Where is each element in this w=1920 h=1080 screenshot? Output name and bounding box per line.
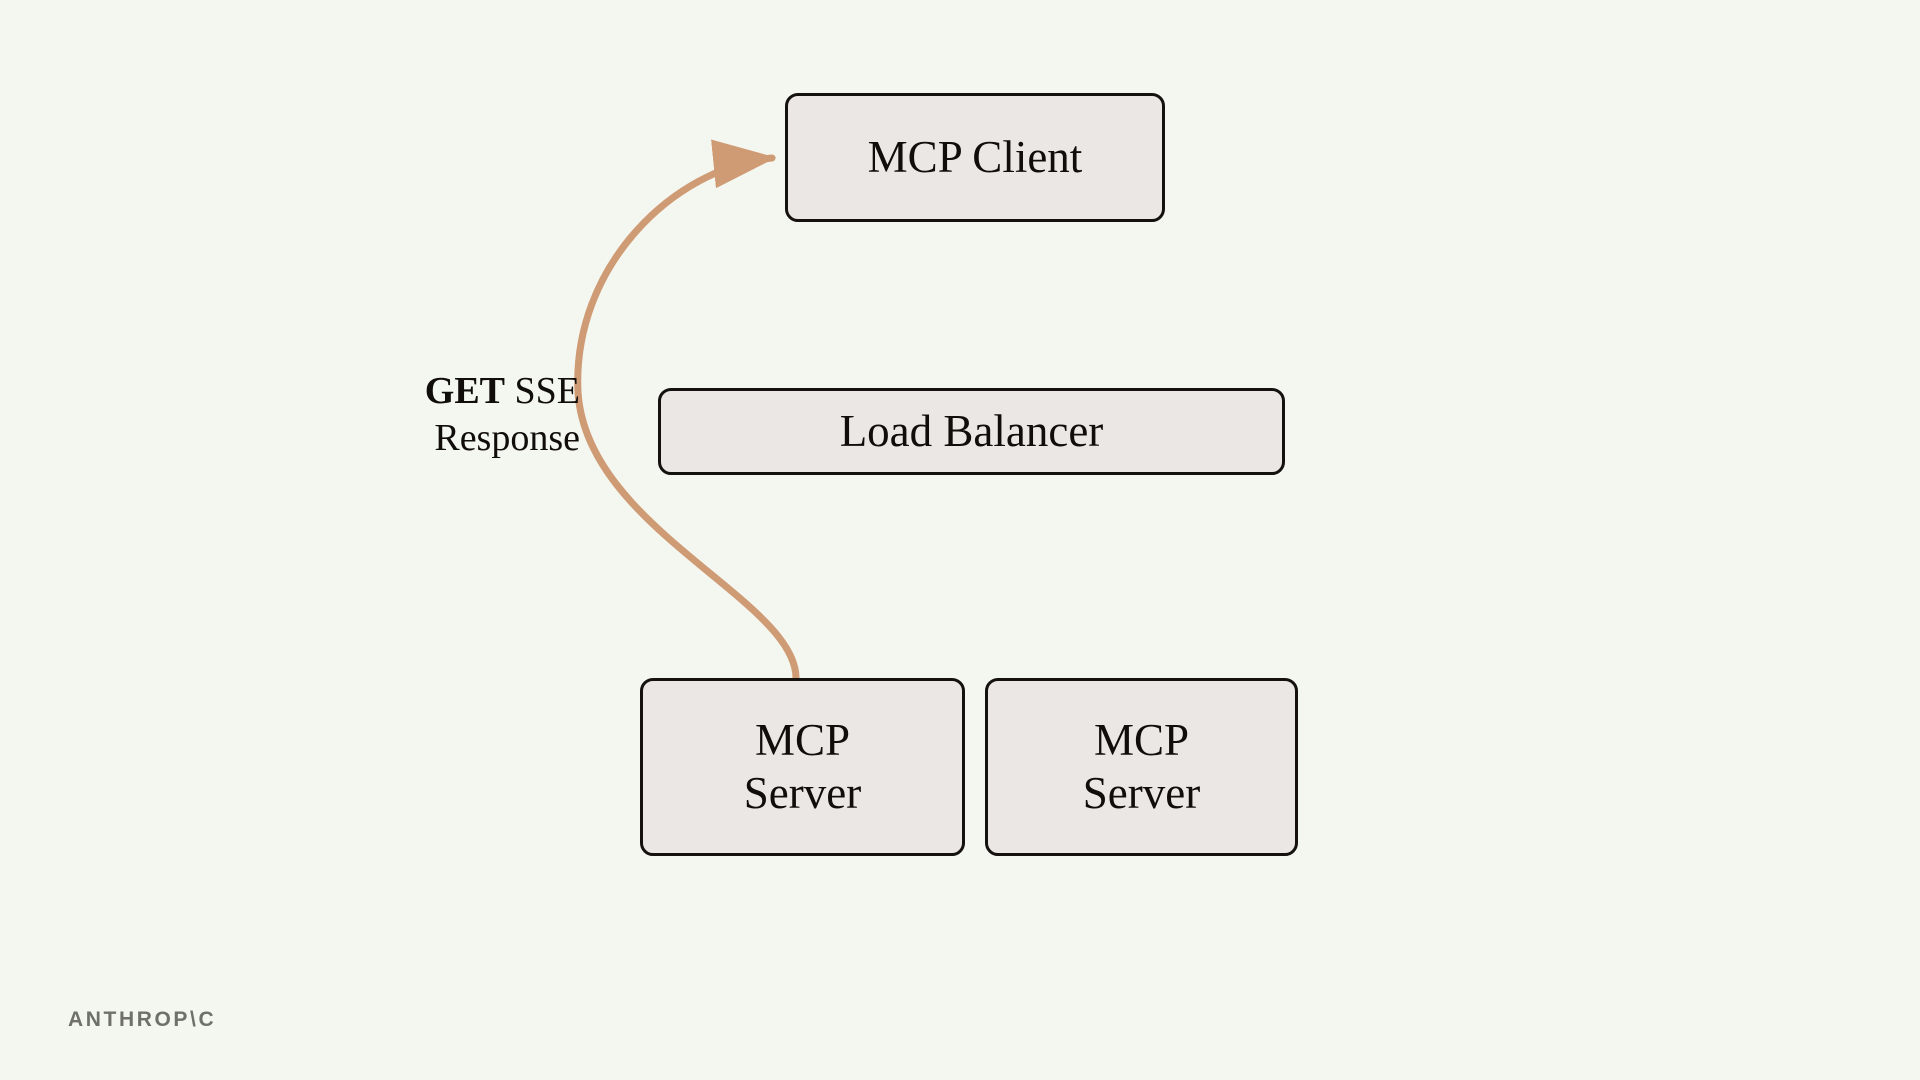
edge-label-method: GET: [424, 370, 506, 412]
node-mcp-server-1[interactable]: MCP Server: [640, 678, 965, 856]
edge-label-transport: SSE: [505, 370, 580, 412]
edge-label-line2: Response: [434, 417, 580, 460]
node-mcp-client[interactable]: MCP Client: [785, 93, 1165, 222]
node-mcp-server-2[interactable]: MCP Server: [985, 678, 1298, 856]
anthropic-wordmark: ANTHROP\C: [68, 1008, 217, 1031]
edge-label-get-sse: GET SSE Response: [330, 368, 580, 462]
node-mcp-server-1-label: MCP Server: [743, 714, 862, 818]
node-load-balancer[interactable]: Load Balancer: [658, 388, 1285, 475]
node-mcp-client-label: MCP Client: [867, 131, 1083, 182]
node-mcp-server-2-label: MCP Server: [1082, 714, 1201, 818]
node-load-balancer-label: Load Balancer: [839, 405, 1104, 456]
